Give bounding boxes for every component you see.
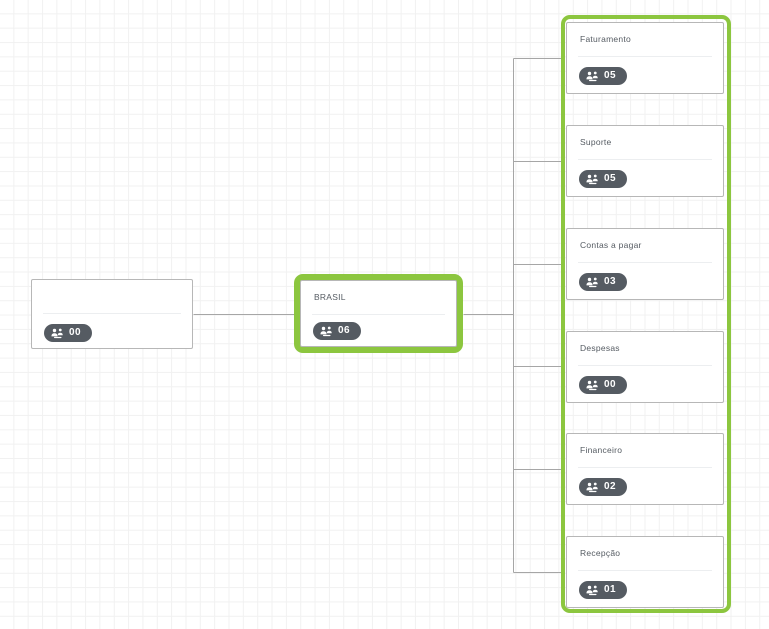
users-group-icon — [586, 71, 598, 81]
node-divider — [43, 313, 181, 314]
member-count-value: 05 — [604, 173, 616, 184]
member-count-badge[interactable]: 06 — [313, 322, 361, 340]
org-node-title: Contas a pagar — [580, 240, 642, 250]
org-node-recepcao[interactable]: Recepção 01 — [566, 536, 724, 608]
users-group-icon — [586, 482, 598, 492]
member-count-value: 00 — [69, 327, 81, 338]
member-count-badge[interactable]: 00 — [44, 324, 92, 342]
org-node-title: Despesas — [580, 343, 620, 353]
member-count-badge[interactable]: 00 — [579, 376, 627, 394]
node-divider — [578, 56, 712, 57]
org-node-faturamento[interactable]: Faturamento 05 — [566, 22, 724, 94]
users-group-icon — [586, 380, 598, 390]
member-count-badge[interactable]: 01 — [579, 581, 627, 599]
org-node-title: Suporte — [580, 137, 612, 147]
users-group-icon — [586, 585, 598, 595]
org-node-title: BRASIL — [314, 292, 346, 302]
org-node-root[interactable]: 00 — [31, 279, 193, 349]
node-divider — [312, 314, 445, 315]
node-divider — [578, 570, 712, 571]
member-count-badge[interactable]: 05 — [579, 170, 627, 188]
member-count-value: 01 — [604, 584, 616, 595]
member-count-value: 06 — [338, 325, 350, 336]
member-count-value: 05 — [604, 70, 616, 81]
member-count-value: 02 — [604, 481, 616, 492]
org-node-suporte[interactable]: Suporte 05 — [566, 125, 724, 197]
org-node-title: Recepção — [580, 548, 621, 558]
member-count-badge[interactable]: 03 — [579, 273, 627, 291]
org-node-title: Faturamento — [580, 34, 631, 44]
org-node-contas-a-pagar[interactable]: Contas a pagar 03 — [566, 228, 724, 300]
org-node-despesas[interactable]: Despesas 00 — [566, 331, 724, 403]
member-count-value: 03 — [604, 276, 616, 287]
users-group-icon — [51, 328, 63, 338]
org-node-brasil[interactable]: BRASIL 06 — [300, 280, 457, 347]
node-divider — [578, 467, 712, 468]
org-node-title: Financeiro — [580, 445, 623, 455]
node-divider — [578, 262, 712, 263]
member-count-badge[interactable]: 02 — [579, 478, 627, 496]
node-divider — [578, 365, 712, 366]
org-node-financeiro[interactable]: Financeiro 02 — [566, 433, 724, 505]
users-group-icon — [320, 326, 332, 336]
users-group-icon — [586, 174, 598, 184]
member-count-badge[interactable]: 05 — [579, 67, 627, 85]
org-children-group-selection[interactable] — [561, 15, 731, 613]
node-divider — [578, 159, 712, 160]
users-group-icon — [586, 277, 598, 287]
org-node-brasil-selection[interactable]: BRASIL 06 — [294, 274, 463, 353]
member-count-value: 00 — [604, 379, 616, 390]
